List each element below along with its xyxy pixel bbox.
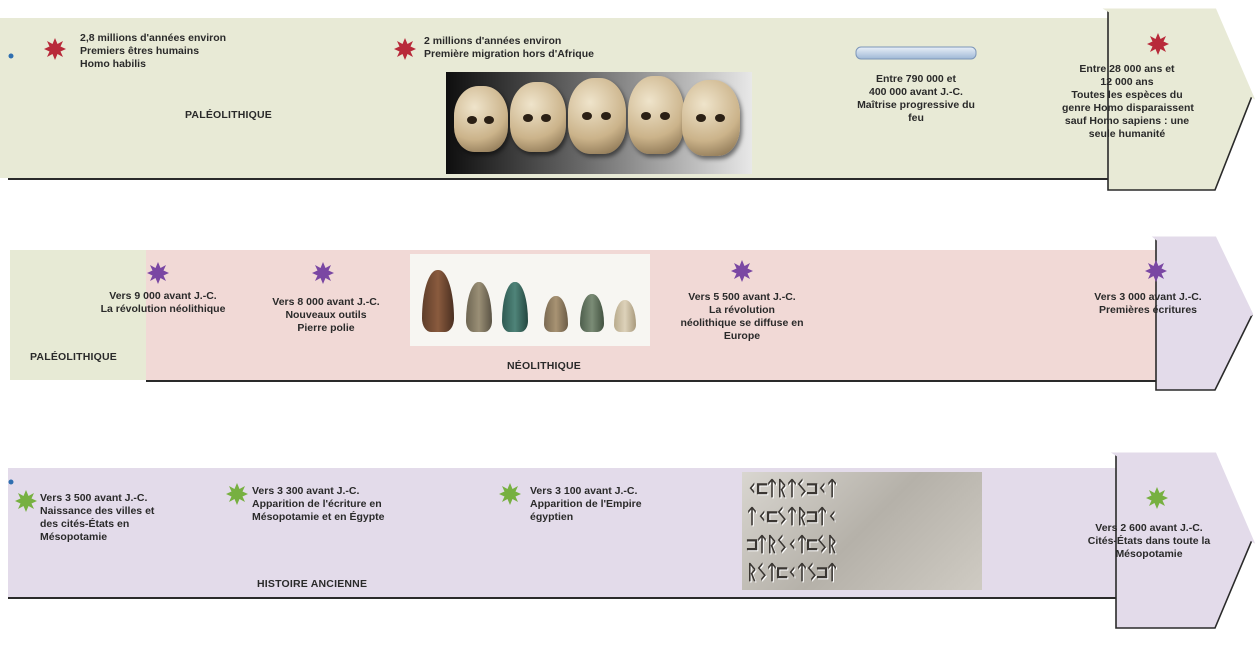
star-red-icon bbox=[44, 38, 66, 60]
event-date: Vers 3 300 avant J.-C. bbox=[252, 485, 384, 498]
event-text: Maîtrise progressive du bbox=[848, 99, 984, 112]
band-arrow-background bbox=[0, 440, 1256, 640]
star-green-icon bbox=[15, 490, 37, 512]
event-text: genre Homo disparaissent bbox=[1062, 102, 1192, 115]
star-green-icon bbox=[499, 483, 521, 505]
event-date: Vers 8 000 avant J.-C. bbox=[252, 296, 400, 309]
event-text: Apparition de l'écriture en bbox=[252, 498, 384, 511]
event-date: 2 millions d'années environ bbox=[424, 35, 594, 48]
event-neolithic-spread: Vers 5 500 avant J.-C. La révolution néo… bbox=[664, 291, 820, 343]
event-date: Vers 3 100 avant J.-C. bbox=[530, 485, 642, 498]
event-text: Europe bbox=[664, 330, 820, 343]
period-label-neolithic: NÉOLITHIQUE bbox=[507, 360, 581, 372]
timeline-band-paleolithic: 2,8 millions d'années environ Premiers ê… bbox=[0, 0, 1256, 200]
timeline-band-ancient-history: Vers 3 500 avant J.-C. Naissance des vil… bbox=[0, 440, 1256, 640]
star-green-icon bbox=[1146, 487, 1168, 509]
fire-bar-icon bbox=[855, 46, 977, 60]
event-date: Entre 28 000 ans et bbox=[1062, 63, 1192, 76]
event-date: Vers 9 000 avant J.-C. bbox=[78, 290, 248, 303]
event-text: Cités-États dans toute la bbox=[1070, 535, 1228, 548]
event-text: néolithique se diffuse en bbox=[664, 317, 820, 330]
event-egyptian-empire: Vers 3 100 avant J.-C. Apparition de l'E… bbox=[530, 485, 642, 524]
event-text: Première migration hors d'Afrique bbox=[424, 48, 594, 61]
star-red-icon bbox=[1147, 33, 1169, 55]
event-text: Naissance des villes et bbox=[40, 505, 154, 518]
event-text: des cités-États en bbox=[40, 518, 154, 531]
event-new-tools: Vers 8 000 avant J.-C. Nouveaux outils P… bbox=[252, 296, 400, 335]
event-first-cities: Vers 3 500 avant J.-C. Naissance des vil… bbox=[40, 492, 154, 544]
hominid-skulls-image bbox=[446, 72, 752, 174]
event-text: Homo habilis bbox=[80, 58, 226, 71]
event-date: 2,8 millions d'années environ bbox=[80, 32, 226, 45]
event-text: La révolution bbox=[664, 304, 820, 317]
star-purple-icon bbox=[147, 262, 169, 284]
star-green-icon bbox=[226, 483, 248, 505]
event-date: 400 000 avant J.-C. bbox=[848, 86, 984, 99]
event-text: Premiers êtres humains bbox=[80, 45, 226, 58]
event-first-writing: Vers 3 000 avant J.-C. Premières écritur… bbox=[1078, 291, 1218, 317]
cuneiform-tablet-image: ᚲ⊏ᛏᚱᛏᛊ⊐ᚲᛏ ᛏᚲ⊏ᛊᛏᚱ⊐ᛏᚲ ⊐ᛏᚱᛊᚲᛏ⊏ᛊᚱ ᚱᛊᛏ⊏ᚲᛏᛊ⊐ᛏ bbox=[742, 472, 982, 590]
event-text: La révolution néolithique bbox=[78, 303, 248, 316]
star-red-icon bbox=[394, 38, 416, 60]
period-label-paleolithic: PALÉOLITHIQUE bbox=[185, 109, 272, 121]
event-neolithic-revolution: Vers 9 000 avant J.-C. La révolution néo… bbox=[78, 290, 248, 316]
star-purple-icon bbox=[1145, 260, 1167, 282]
event-homo-habilis: 2,8 millions d'années environ Premiers ê… bbox=[80, 32, 226, 71]
timeline-band-neolithic: Vers 9 000 avant J.-C. La révolution néo… bbox=[0, 230, 1256, 400]
period-label-paleolithic: PALÉOLITHIQUE bbox=[30, 351, 117, 363]
event-fire-mastery: Entre 790 000 et 400 000 avant J.-C. Maî… bbox=[848, 73, 984, 125]
event-text: Nouveaux outils bbox=[252, 309, 400, 322]
event-text: seule humanité bbox=[1062, 128, 1192, 141]
event-date: Vers 3 000 avant J.-C. bbox=[1078, 291, 1218, 304]
event-date: 12 000 ans bbox=[1062, 76, 1192, 89]
event-text: Mésopotamie et en Égypte bbox=[252, 511, 384, 524]
polished-stone-axes-image bbox=[410, 254, 650, 346]
event-text: sauf Homo sapiens : une bbox=[1062, 115, 1192, 128]
event-date: Vers 2 600 avant J.-C. bbox=[1070, 522, 1228, 535]
event-text: Premières écritures bbox=[1078, 304, 1218, 317]
event-homo-sapiens: Entre 28 000 ans et 12 000 ans Toutes le… bbox=[1062, 63, 1192, 141]
star-purple-icon bbox=[312, 262, 334, 284]
event-date: Vers 3 500 avant J.-C. bbox=[40, 492, 154, 505]
event-date: Vers 5 500 avant J.-C. bbox=[664, 291, 820, 304]
event-text: Toutes les espèces du bbox=[1062, 89, 1192, 102]
event-text: Apparition de l'Empire bbox=[530, 498, 642, 511]
period-label-ancient-history: HISTOIRE ANCIENNE bbox=[257, 578, 367, 590]
event-text: feu bbox=[848, 112, 984, 125]
event-writing-appears: Vers 3 300 avant J.-C. Apparition de l'é… bbox=[252, 485, 384, 524]
event-date: Entre 790 000 et bbox=[848, 73, 984, 86]
event-first-migration: 2 millions d'années environ Première mig… bbox=[424, 35, 594, 61]
event-text: Mésopotamie bbox=[40, 531, 154, 544]
event-text: égyptien bbox=[530, 511, 642, 524]
event-city-states: Vers 2 600 avant J.-C. Cités-États dans … bbox=[1070, 522, 1228, 561]
event-text: Pierre polie bbox=[252, 322, 400, 335]
event-text: Mésopotamie bbox=[1070, 548, 1228, 561]
star-purple-icon bbox=[731, 260, 753, 282]
